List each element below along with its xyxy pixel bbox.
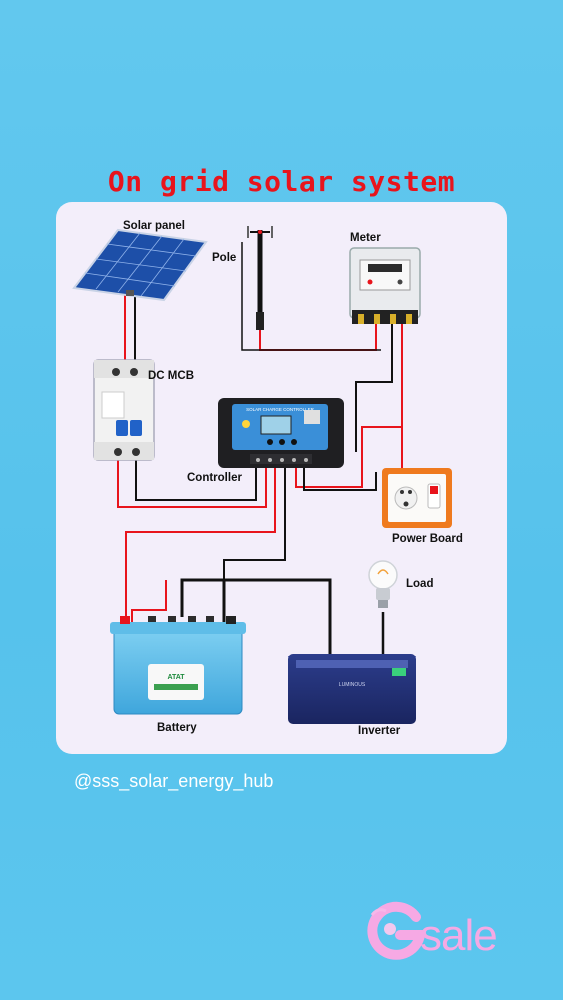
wire-battery-inverter-red (131, 580, 167, 626)
wire-controller-board-black (303, 460, 377, 491)
label-pole: Pole (212, 252, 237, 264)
label-inverter: Inverter (358, 725, 401, 737)
label-meter: Meter (350, 232, 381, 244)
battery-icon: ATAT (110, 616, 246, 715)
battery-brand-text: ATAT (167, 674, 185, 681)
gsale-logo: sale (362, 895, 532, 965)
label-controller: Controller (187, 472, 242, 484)
label-battery: Battery (157, 722, 197, 734)
label-dc-mcb: DC MCB (148, 370, 194, 382)
wire-meter-board-black (355, 322, 393, 452)
gsale-wordmark: sale (420, 911, 498, 960)
label-power-board: Power Board (392, 533, 463, 545)
inverter-brand-text: LUMINOUS (339, 682, 366, 688)
meter-icon (349, 247, 421, 324)
label-load: Load (406, 578, 434, 590)
dc-mcb-icon (93, 359, 155, 461)
wire-controller-battery-red (125, 460, 276, 630)
controller-header-text: SOLAR CHARGE CONTROLLER (246, 407, 315, 412)
light-bulb-icon (368, 560, 398, 608)
wire-pole-meter-red (259, 322, 377, 351)
wire-battery-inverter-black (180, 578, 332, 654)
diagram-card: SOLAR CHARGE CONTROLLER (56, 202, 507, 754)
wire-controller-board-red (295, 426, 402, 488)
diagram-title: On grid solar system (107, 165, 456, 198)
social-handle: @sss_solar_energy_hub (74, 771, 274, 791)
solar-panel-icon (72, 228, 208, 302)
wire-pole-meter-black (241, 242, 381, 351)
wire-mcb-controller-black (135, 456, 257, 501)
wiring-diagram: SOLAR CHARGE CONTROLLER (72, 226, 452, 724)
inverter-icon: LUMINOUS (288, 654, 416, 724)
label-solar-panel: Solar panel (123, 220, 185, 232)
wires (117, 242, 403, 654)
power-board-icon (382, 468, 452, 528)
wire-mcb-controller-red (117, 456, 267, 508)
charge-controller-icon: SOLAR CHARGE CONTROLLER (218, 398, 344, 468)
gsale-g-icon (367, 901, 426, 960)
pole-icon (247, 226, 273, 330)
